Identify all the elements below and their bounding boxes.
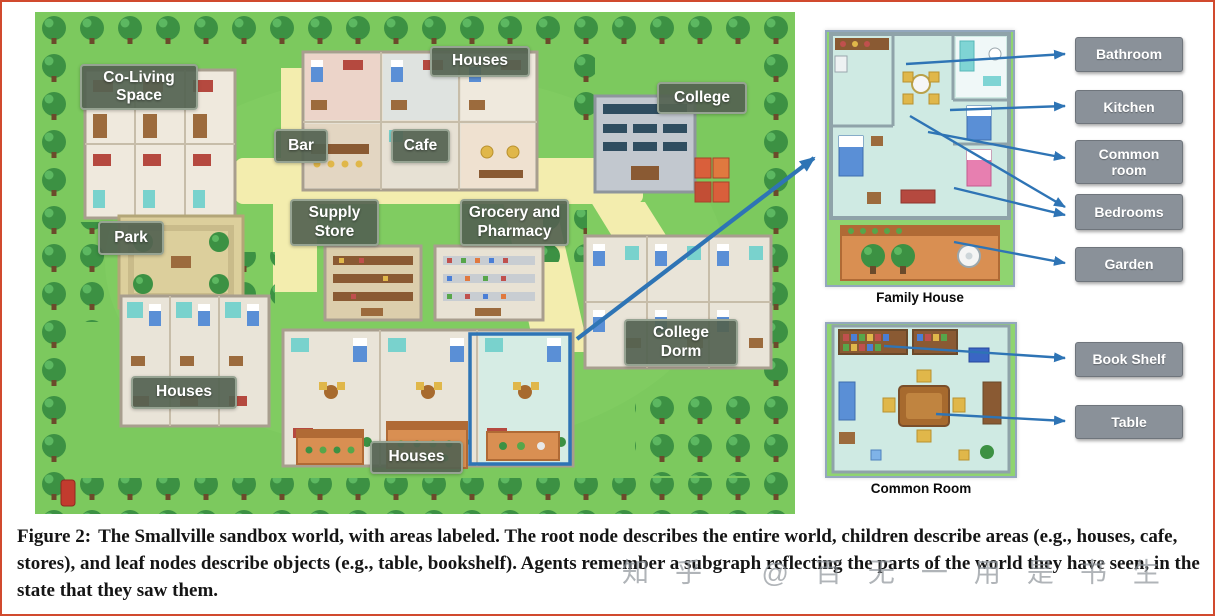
family-house-garden bbox=[840, 225, 1000, 281]
map-label-park: Park bbox=[98, 221, 164, 255]
supply-store-building bbox=[323, 244, 423, 322]
blue-chest bbox=[968, 347, 990, 363]
caption-figure-number: Figure 2: bbox=[17, 526, 92, 547]
label-table: Table bbox=[1075, 405, 1183, 439]
map-label-houses-left: Houses bbox=[131, 376, 237, 409]
family-house-art bbox=[827, 32, 1013, 285]
figure-caption: Figure 2:The Smallville sandbox world, w… bbox=[17, 524, 1202, 605]
label-bedrooms: Bedrooms bbox=[1075, 194, 1183, 230]
sofa bbox=[838, 381, 856, 421]
inset-title-common-room: Common Room bbox=[870, 481, 972, 496]
label-garden: Garden bbox=[1075, 247, 1183, 282]
map-label-grocery-pharmacy: Grocery and Pharmacy bbox=[460, 199, 569, 246]
caption-text: The Smallville sandbox world, with areas… bbox=[17, 526, 1200, 601]
map-label-houses-top: Houses bbox=[430, 46, 530, 77]
map-label-college-dorm: College Dorm bbox=[624, 319, 738, 366]
houses-left-building bbox=[119, 294, 271, 428]
map-label-supply-store: Supply Store bbox=[290, 199, 379, 246]
table-object bbox=[882, 369, 966, 443]
label-book-shelf: Book Shelf bbox=[1075, 342, 1183, 377]
label-bathroom: Bathroom bbox=[1075, 37, 1183, 72]
map-label-co-living-space: Co-Living Space bbox=[80, 64, 198, 110]
label-common-room: Common room bbox=[1075, 140, 1183, 184]
family-house-rooms bbox=[829, 32, 1011, 220]
map-label-bar: Bar bbox=[274, 129, 328, 163]
common-room-art bbox=[827, 324, 1015, 476]
map-label-houses-bottom: Houses bbox=[370, 441, 463, 474]
inset-common-room bbox=[825, 322, 1017, 478]
inset-title-family-house: Family House bbox=[876, 290, 964, 305]
grocery-pharmacy-building bbox=[433, 244, 545, 322]
book-shelf-object bbox=[838, 329, 958, 355]
red-car bbox=[60, 479, 76, 507]
label-kitchen: Kitchen bbox=[1075, 90, 1183, 124]
map-label-cafe: Cafe bbox=[391, 129, 450, 163]
smallville-map: Co-Living Space Houses College Bar Cafe … bbox=[35, 12, 795, 514]
watermark: 知乎 @百无一用是书生 bbox=[622, 558, 1186, 588]
map-label-college: College bbox=[657, 82, 747, 114]
inset-family-house bbox=[825, 30, 1015, 287]
focus-rectangle bbox=[468, 332, 572, 466]
